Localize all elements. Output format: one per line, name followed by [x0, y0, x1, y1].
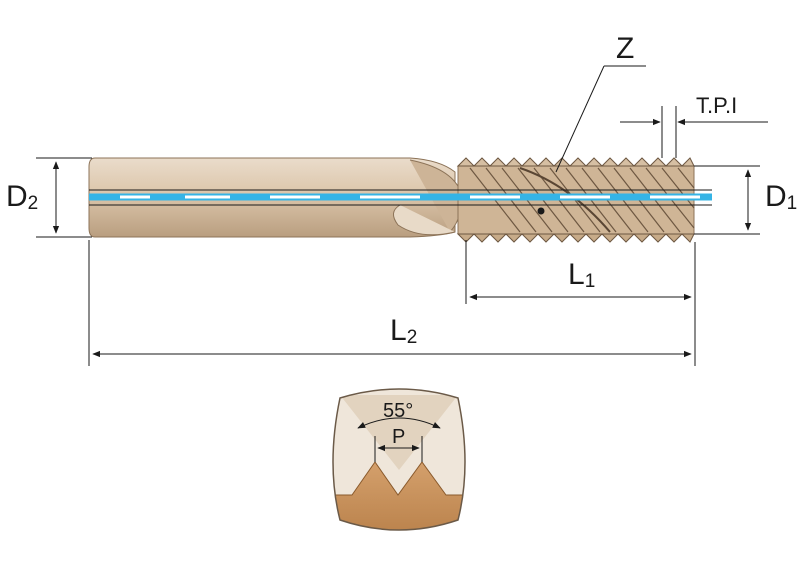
z-leader: [555, 65, 646, 173]
helix-point: [537, 207, 545, 215]
pitch-label: P: [392, 426, 405, 448]
d1-label: D1: [765, 180, 797, 214]
dimension-d1: [694, 165, 760, 235]
dimension-d2: [36, 157, 92, 238]
angle-label: 55°: [383, 400, 413, 422]
thread-profile-inset: [332, 388, 466, 531]
tpi-label: T.P.I: [696, 93, 737, 118]
dimension-l1: [465, 240, 696, 366]
dimension-l2: [88, 240, 692, 366]
z-label: Z: [616, 32, 634, 65]
l2-label: L2: [390, 314, 417, 348]
tpi-dimension: [620, 106, 768, 158]
coolant-channel: [89, 189, 712, 206]
l1-label: L1: [568, 258, 595, 292]
d2-label: D2: [6, 180, 38, 214]
bottom-teeth: [456, 233, 695, 243]
top-teeth: [456, 157, 695, 167]
